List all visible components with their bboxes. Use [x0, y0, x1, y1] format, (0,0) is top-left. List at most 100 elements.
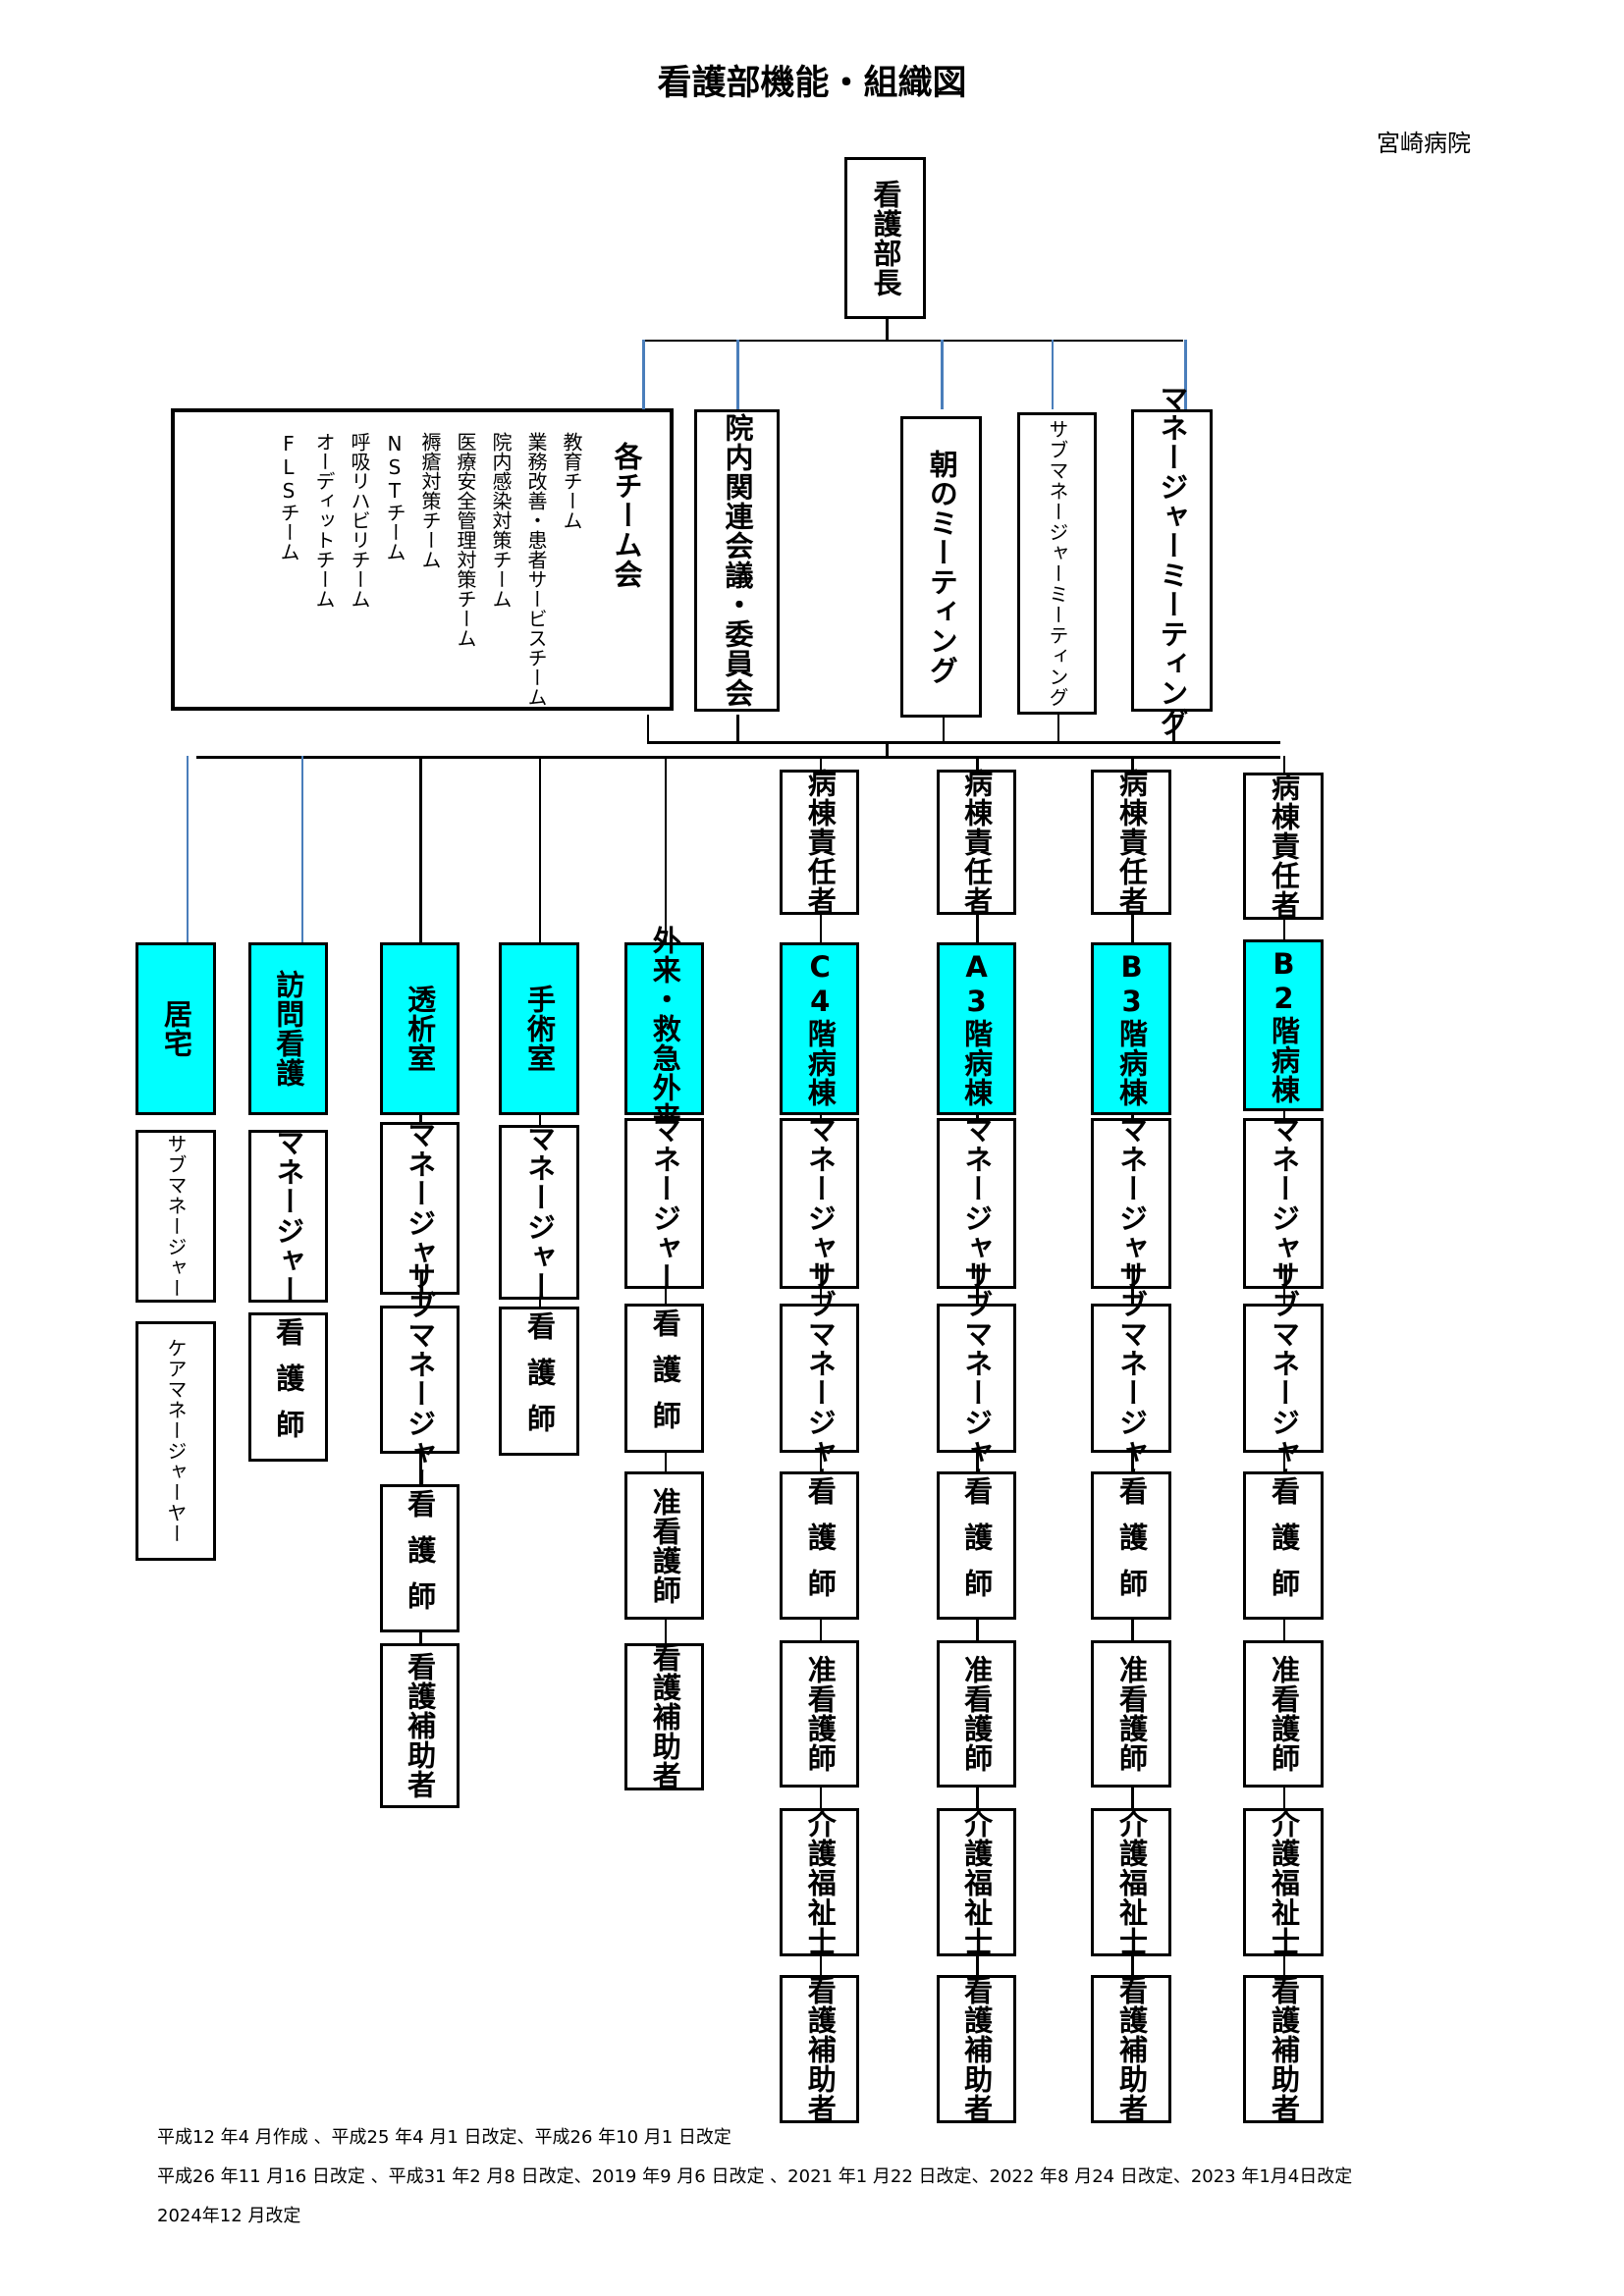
ward-leader-box-label: 病棟責任者 [803, 769, 838, 917]
page-title: 看護部機能・組織図 [657, 64, 967, 103]
ward-leader-box: 病棟責任者 [780, 769, 860, 917]
department-box-label: A3階病棟 [959, 949, 994, 1107]
department-box: 手術室 [499, 941, 579, 1115]
department-box-label: 透析室 [403, 984, 437, 1073]
staff-box-label: サブマネージャー [803, 1259, 838, 1496]
staff-box: 看護補助者 [379, 1642, 460, 1809]
staff-box-label: マネージャー [959, 1114, 994, 1292]
staff-box-label: 看護補助者 [1267, 1975, 1301, 2123]
connector-line [886, 741, 889, 757]
staff-box: マネージャー [1091, 1114, 1171, 1292]
staff-box-label: 看護師 [1267, 1476, 1301, 1616]
department-box-label: 訪問看護 [271, 969, 305, 1088]
ward-leader-box: 病棟責任者 [1243, 772, 1324, 920]
head-label: 看護部長 [869, 179, 902, 297]
staff-box-label: 介護福祉士 [803, 1808, 838, 1956]
staff-box-label: マネージャー [1114, 1114, 1149, 1292]
staff-box: 看護師 [624, 1304, 705, 1453]
connector-line [941, 339, 944, 409]
staff-box-label: 看護師 [1114, 1476, 1149, 1616]
staff-box: マネージャー [936, 1114, 1016, 1292]
staff-box: ケアマネージャーヤー [135, 1321, 216, 1561]
meeting-box: 院内関連会議・委員会 [693, 408, 781, 712]
staff-box-label: ケアマネージャーヤー [163, 1337, 188, 1544]
footer-line-1: 平成12 年4 月作成 、平成25 年4 月1 日改定、平成26 年10 月1 … [157, 2127, 731, 2148]
footer-line-2: 平成26 年11 月16 日改定 、平成31 年2 月8 日改定、2019 年9… [157, 2166, 1353, 2187]
staff-box: 介護福祉士 [780, 1808, 860, 1956]
department-box: 外来・救急外来 [624, 926, 705, 1132]
team-item: 医療安全管理対策チーム [454, 432, 477, 648]
team-item: 教育チーム [560, 432, 583, 530]
ward-leader-box-label: 病棟責任者 [1267, 772, 1301, 920]
staff-box: 看護師 [780, 1471, 860, 1620]
connector-line [646, 741, 1280, 744]
staff-box-label: マネージャー [803, 1114, 838, 1292]
team-item: 院内感染対策チーム [489, 432, 513, 609]
team-item: NSTチーム [383, 432, 406, 561]
department-box: C4階病棟 [780, 941, 860, 1115]
staff-box-label: 看護補助者 [403, 1652, 437, 1800]
staff-box-label: マネージャー [403, 1120, 437, 1298]
staff-box-label: マネージャー [271, 1127, 305, 1305]
staff-box: 介護福祉士 [936, 1808, 1016, 1956]
ward-leader-box: 病棟責任者 [936, 769, 1016, 917]
staff-box-label: 准看護師 [1114, 1655, 1149, 1774]
staff-box-label: サブマネージャー [1267, 1259, 1301, 1496]
department-box: 居宅 [135, 941, 216, 1115]
team-list: 教育チーム業務改善・患者サービスチーム院内感染対策チーム医療安全管理対策チーム褥… [277, 432, 583, 707]
team-item: 褥瘡対策チーム [418, 432, 442, 569]
staff-box: サブマネージャー [379, 1261, 460, 1497]
staff-box: サブマネージャー [780, 1260, 860, 1496]
connector-line [736, 339, 739, 409]
connector-line [942, 714, 946, 741]
staff-box-label: 介護福祉士 [959, 1808, 994, 1956]
staff-box: マネージャー [1243, 1115, 1324, 1292]
staff-box-label: サブマネージャー [959, 1259, 994, 1496]
staff-box-label: 看護補助者 [803, 1975, 838, 2123]
staff-box: 看護師 [379, 1483, 460, 1633]
department-box-label: 居宅 [159, 998, 193, 1058]
staff-box-label: 看護師 [959, 1476, 994, 1616]
staff-box: 看護補助者 [780, 1975, 860, 2123]
staff-box: サブマネージャー [936, 1260, 1016, 1496]
staff-box: サブマネージャー [1091, 1260, 1171, 1496]
connector-line [186, 756, 189, 942]
staff-box-label: サブマネージャー [163, 1133, 188, 1299]
department-box: B3階病棟 [1091, 941, 1171, 1115]
staff-box-label: 准看護師 [648, 1486, 682, 1605]
staff-box: 介護福祉士 [1243, 1808, 1324, 1956]
ward-leader-box-label: 病棟責任者 [959, 769, 994, 917]
staff-box: マネージャー [780, 1114, 860, 1292]
staff-box: 看護師 [1243, 1471, 1324, 1620]
department-box-label: B2階病棟 [1267, 946, 1301, 1104]
department-box-label: 外来・救急外来 [648, 925, 682, 1132]
staff-box: サブマネージャー [135, 1129, 216, 1303]
staff-box: 准看護師 [624, 1471, 705, 1620]
staff-box: マネージャー [247, 1127, 328, 1305]
staff-box: 看護師 [247, 1312, 328, 1462]
department-box: A3階病棟 [936, 941, 1016, 1115]
staff-box-label: 看護師 [803, 1476, 838, 1616]
ward-leader-box-label: 病棟責任者 [1114, 769, 1149, 917]
meeting-box-label: サブマネージャーミーティング [1045, 418, 1069, 708]
department-box-label: B3階病棟 [1114, 949, 1149, 1107]
head-box: 看護部長 [844, 157, 926, 319]
staff-box-label: サブマネージャー [1114, 1259, 1149, 1496]
staff-box: 看護師 [499, 1307, 579, 1456]
department-box: B2階病棟 [1243, 938, 1324, 1112]
meeting-box: マネージャーミーティング [1131, 384, 1213, 737]
connector-line [1051, 339, 1055, 409]
staff-box: 看護補助者 [1091, 1975, 1171, 2123]
team-item: 呼吸リハビリチーム [348, 432, 371, 609]
staff-box-label: 看護補助者 [959, 1975, 994, 2123]
staff-box-label: 看護補助者 [1114, 1975, 1149, 2123]
staff-box: マネージャー [379, 1120, 460, 1298]
connector-line [196, 756, 1280, 759]
staff-box: 看護補助者 [936, 1975, 1016, 2123]
staff-box: 准看護師 [1243, 1639, 1324, 1789]
connector-line [1172, 714, 1175, 741]
footer-line-3: 2024年12 月改定 [157, 2206, 301, 2226]
staff-box: 准看護師 [1091, 1639, 1171, 1789]
meeting-box: サブマネージャーミーティング [1017, 411, 1098, 715]
staff-box-label: 准看護師 [1267, 1655, 1301, 1774]
